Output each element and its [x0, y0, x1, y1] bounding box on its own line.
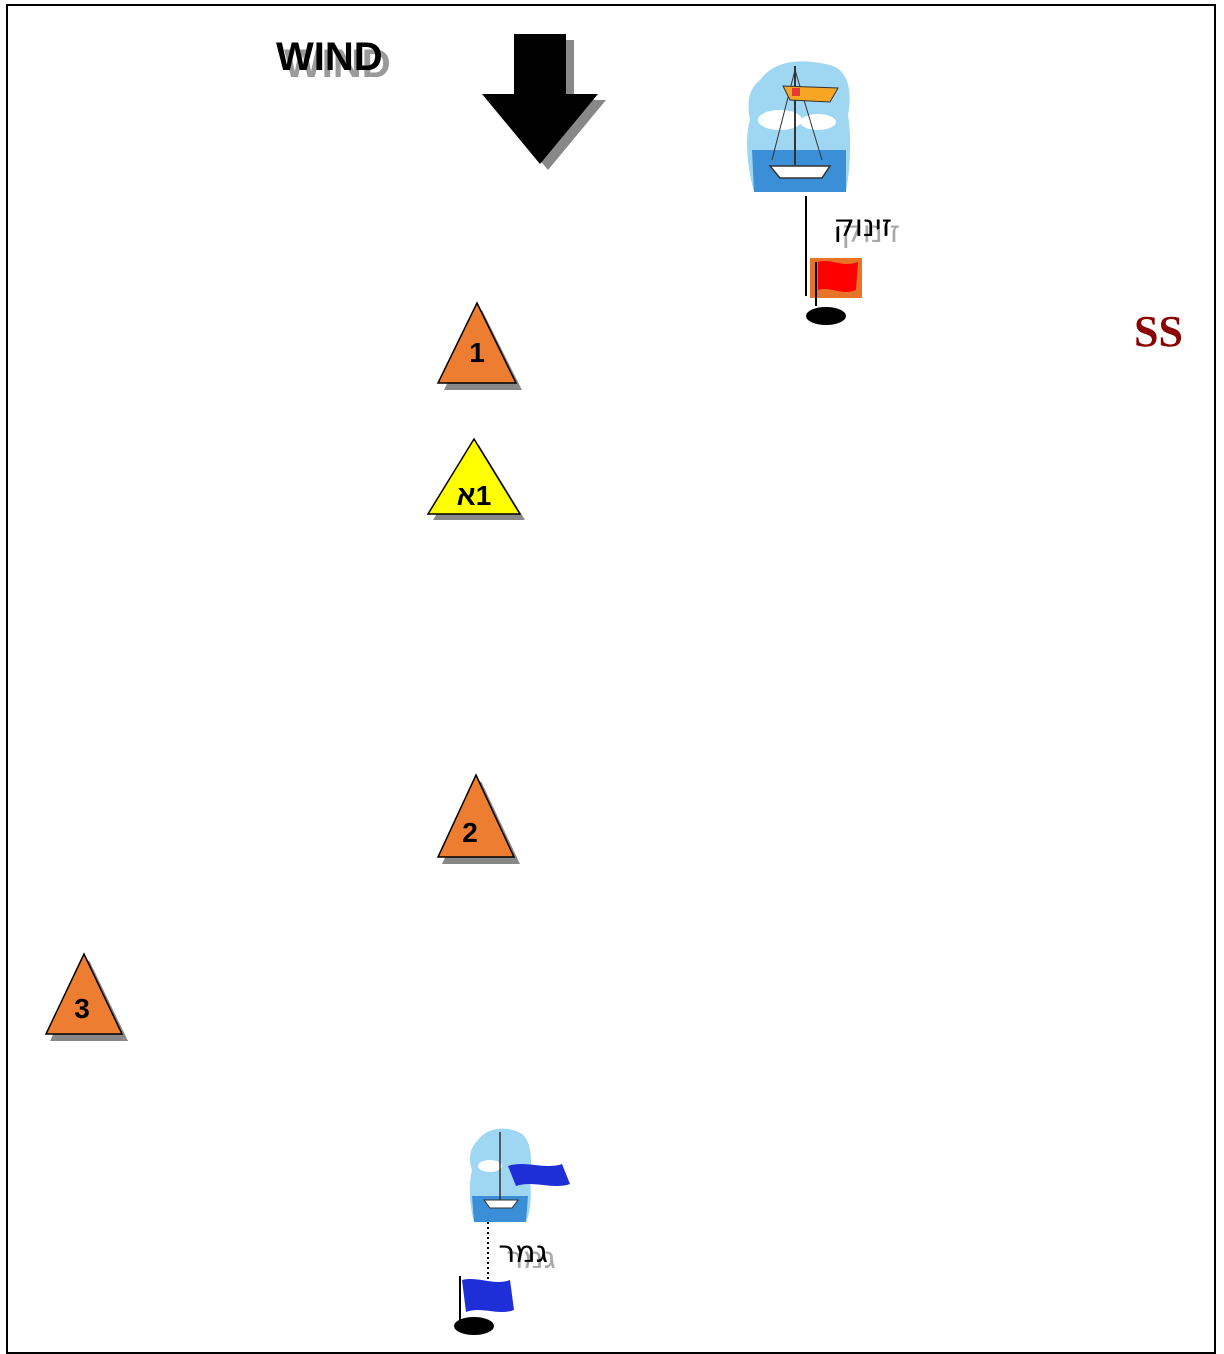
corner-label: SS	[1134, 307, 1183, 356]
start-flag-icon	[818, 261, 858, 292]
finish-mark	[454, 1276, 514, 1335]
svg-text:WIND: WIND	[284, 42, 391, 86]
svg-text:1א: 1א	[457, 480, 492, 511]
mark-2: 2	[436, 773, 520, 864]
mark-1: 1	[436, 301, 522, 390]
svg-text:2: 2	[462, 817, 478, 848]
finish-boat-flag-icon	[508, 1164, 570, 1186]
start-mark	[805, 196, 862, 325]
mark-3: 3	[44, 952, 128, 1041]
start-buoy-icon	[806, 307, 846, 325]
svg-text:זינוק: זינוק	[833, 209, 892, 244]
wind-arrow-icon	[482, 34, 606, 170]
svg-text:זינוק: זינוק	[841, 215, 900, 250]
svg-text:3: 3	[74, 993, 90, 1024]
finish-label: גמר גמר	[498, 1235, 556, 1276]
svg-text:גמר: גמר	[498, 1235, 548, 1270]
start-boat-icon	[747, 61, 851, 193]
wind-label: WIND WIND	[276, 35, 391, 86]
finish-buoy-icon	[454, 1317, 494, 1335]
svg-text:גמר: גמר	[506, 1241, 556, 1276]
svg-text:WIND: WIND	[276, 35, 383, 79]
svg-text:1: 1	[469, 337, 485, 368]
start-label: זינוק זינוק	[833, 209, 900, 250]
finish-flag-icon	[462, 1279, 514, 1312]
mark-1a: 1א	[426, 437, 525, 520]
finish-boat-icon	[469, 1128, 570, 1222]
